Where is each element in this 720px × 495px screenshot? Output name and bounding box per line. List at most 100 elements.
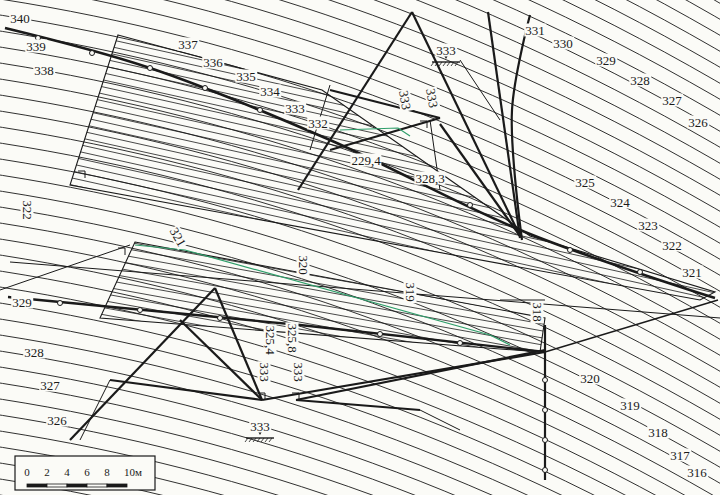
contour-line [0, 316, 720, 495]
hatch-line [0, 0, 720, 126]
right-angle-mark [78, 171, 85, 178]
station-dot [638, 270, 643, 275]
label-holder: 322 [661, 239, 683, 252]
elevation-number: 339 [25, 40, 47, 53]
boundary-line [0, 245, 130, 290]
elevation-number: 323 [637, 219, 659, 232]
station-dot [218, 316, 223, 321]
station-dot [148, 66, 153, 71]
elevation-number: 324 [609, 196, 631, 209]
label-holder: 10м [123, 466, 143, 479]
hatch-line [0, 120, 720, 280]
label-holder: 328,3 [414, 172, 445, 185]
hatch-line [0, 0, 720, 105]
ground-hatch [439, 62, 442, 66]
elevation-number: 325,4 [264, 324, 277, 355]
road-axis [5, 28, 715, 298]
hatch-line [0, 331, 720, 461]
elevation-number: 319 [619, 399, 641, 412]
structure-edge [330, 90, 440, 118]
hatch-line [0, 401, 720, 495]
elevation-number: 322 [661, 239, 683, 252]
contour-line [0, 0, 720, 207]
label-holder: 325,4 [264, 324, 277, 355]
structure-edge [296, 400, 420, 410]
hatch-line [0, 456, 720, 495]
ground-hatch [447, 62, 450, 66]
hatch-line [0, 141, 720, 301]
station-dot [58, 301, 63, 306]
scale-segment [67, 484, 87, 487]
hatch-line [0, 149, 720, 279]
contour-line [0, 428, 720, 495]
contour-line [0, 60, 720, 335]
label-holder: 320 [297, 254, 310, 276]
structures [0, 12, 720, 480]
structure-edge [110, 380, 262, 400]
scale-number: 2 [43, 466, 51, 479]
label-holder: 328 [23, 346, 45, 359]
label-holder: 335 [235, 70, 257, 83]
label-holder: 333 [249, 420, 271, 433]
elevation-number: 327 [661, 94, 683, 107]
hatch-line [0, 177, 720, 307]
hatch-line [0, 0, 720, 21]
slope-line [80, 380, 110, 440]
label-holder: 319 [619, 399, 641, 412]
hatch-line [0, 232, 720, 392]
station-dot [543, 438, 548, 443]
hatch-line [0, 400, 720, 495]
boundary-line [545, 300, 718, 352]
hatch-line [0, 0, 720, 154]
hatch-line [0, 0, 720, 119]
contour-line [0, 348, 720, 495]
elevation-number: 334 [259, 85, 281, 98]
hatch-line [0, 394, 720, 495]
label-holder: 333 [258, 361, 271, 383]
scale-number: 0 [23, 466, 31, 479]
contour-line [0, 108, 720, 383]
structure-edge [330, 118, 440, 150]
elevation-number: 337 [177, 38, 199, 51]
elevation-number: 318 [531, 301, 544, 323]
hatch-line [0, 330, 720, 490]
elevation-number: 326 [687, 116, 709, 129]
scale-segment [87, 484, 107, 487]
hatch-line [0, 0, 720, 49]
station-dot [458, 341, 463, 346]
elevation-number: 333 [397, 88, 414, 111]
hatch-line [0, 338, 720, 468]
elevation-number: 333 [435, 44, 457, 57]
label-holder: 330 [552, 37, 574, 50]
label-holder: 326 [687, 116, 709, 129]
slope-line [420, 410, 460, 430]
label-holder: 319 [404, 281, 417, 303]
station-ticks [36, 36, 643, 473]
hatch-line [0, 211, 720, 371]
label-holder: 6 [83, 466, 91, 479]
station-dot [568, 248, 573, 253]
hatch-line [0, 100, 720, 230]
scale-number: 4 [63, 466, 71, 479]
label-holder: 327 [661, 94, 683, 107]
ground-hatch [443, 62, 446, 66]
ground-hatch [253, 438, 256, 442]
design-line [135, 245, 510, 345]
hatch-line [0, 310, 720, 440]
hatch-line [0, 435, 720, 495]
elevation-number: 328 [23, 346, 45, 359]
contour-line [0, 396, 720, 495]
station-dot [543, 468, 548, 473]
slope-line [460, 60, 500, 120]
elevation-number: 320 [579, 372, 601, 385]
hatch-line [0, 428, 720, 495]
ground-hatch [431, 62, 434, 66]
label-holder: 229,4 [350, 154, 381, 167]
contour-line [0, 380, 720, 495]
station-dot [468, 203, 473, 208]
hatch-line [0, 337, 720, 495]
hatch-line [0, 414, 720, 495]
hatch-line [0, 246, 720, 406]
label-holder: 333 [284, 102, 306, 115]
label-holder: 321 [681, 266, 703, 279]
